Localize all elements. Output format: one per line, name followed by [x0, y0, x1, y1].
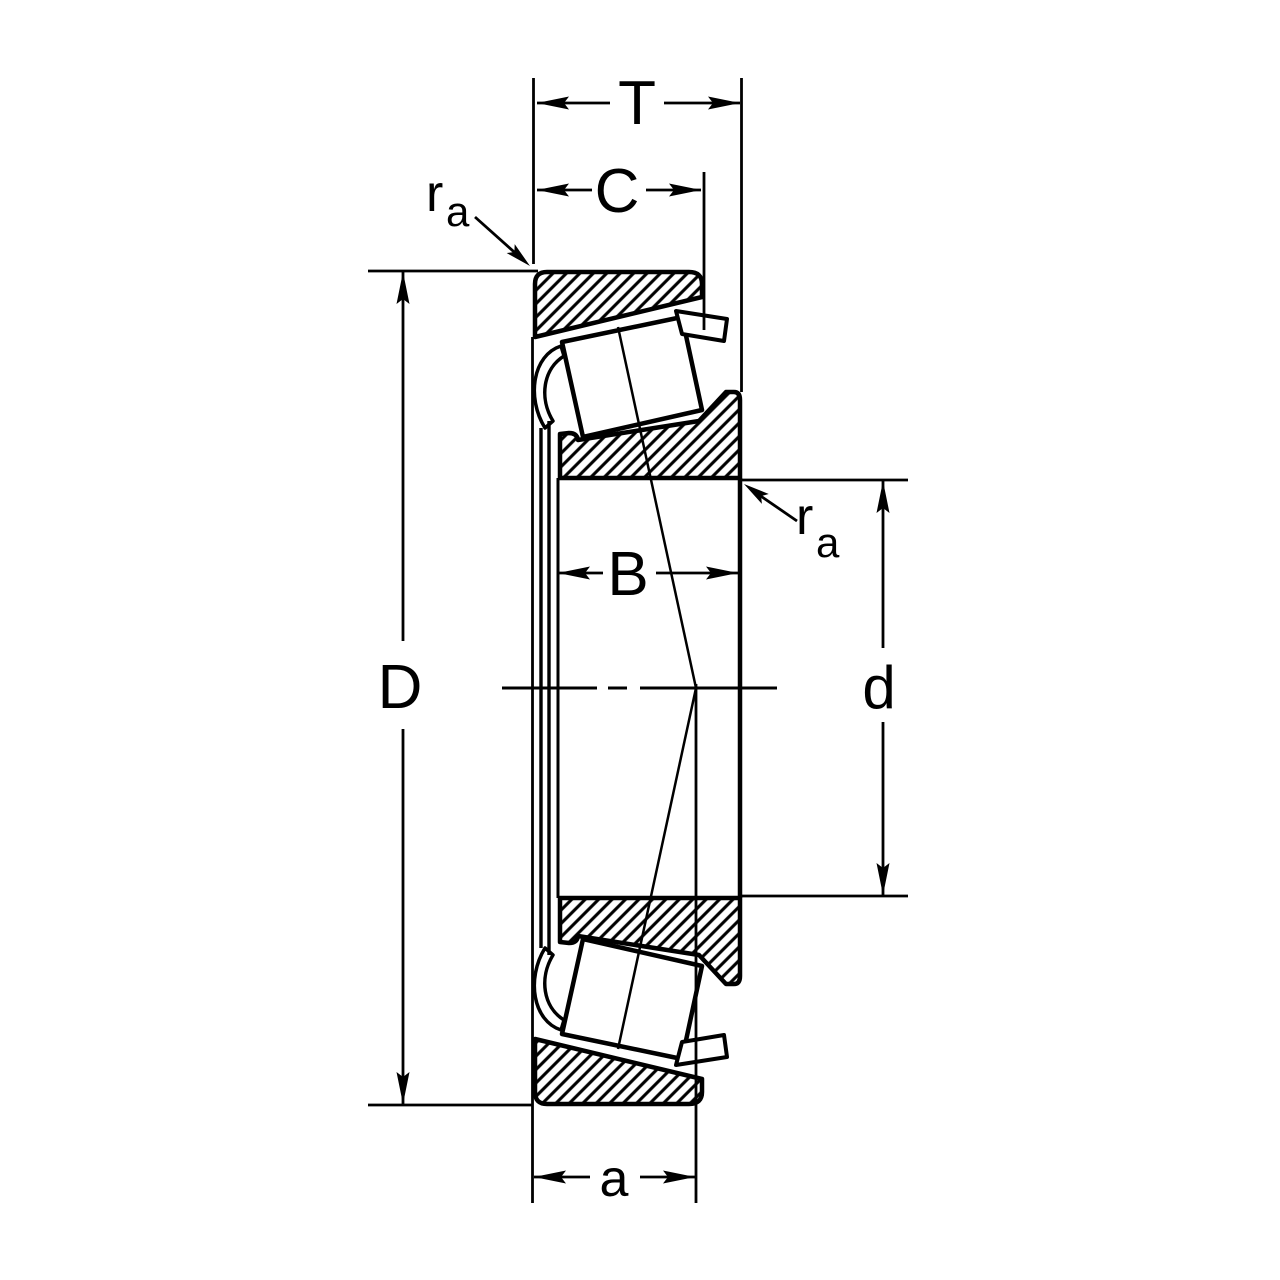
arrow-ra-right-leader: [744, 484, 769, 504]
label-chamfer-ra-right-base: r: [796, 488, 813, 546]
label-outer-diameter-D: D: [378, 653, 423, 722]
cage-large-end-upper: [674, 309, 729, 343]
label-bore-diameter-d: d: [862, 654, 895, 721]
cage-small-end-upper: [532, 344, 566, 430]
label-load-center-a: a: [600, 1150, 629, 1208]
label-chamfer-ra-top-base: r: [426, 165, 443, 223]
pressure-line-lower: [616, 687, 698, 1050]
label-cone-width-B: B: [607, 540, 648, 609]
extension-lines: [368, 78, 908, 1203]
arrow-d-top: [876, 481, 890, 513]
arrow-d-bottom: [876, 863, 890, 895]
arrow-C-right: [669, 183, 701, 197]
label-cup-width-C: C: [595, 157, 640, 226]
cage-large-end-lower: [674, 1033, 729, 1067]
pressure-line-upper: [616, 326, 698, 689]
arrow-D-bottom: [396, 1072, 410, 1104]
arrow-C-left: [537, 183, 569, 197]
arrow-T-left: [537, 96, 569, 110]
arrow-a-left: [534, 1170, 566, 1184]
cage-small-end-lower: [532, 946, 566, 1032]
cone-upper-section: [557, 389, 743, 481]
arrow-B-left: [558, 566, 590, 580]
arrow-ra-top-leader: [506, 244, 530, 266]
roller-upper: [559, 314, 705, 440]
roller-lower: [559, 936, 705, 1062]
arrow-T-right: [708, 96, 740, 110]
label-chamfer-ra-top-subscript: a: [446, 188, 470, 235]
cup-upper-section: [532, 269, 705, 340]
arrow-a-right: [663, 1170, 695, 1184]
construction-lines: [502, 326, 777, 1050]
bearing-cross-section: [532, 269, 743, 1107]
label-total-width-T: T: [618, 69, 656, 138]
arrowheads: [396, 96, 890, 1184]
label-chamfer-ra-right-subscript: a: [816, 519, 840, 566]
cup-lower-section: [532, 1036, 705, 1107]
dimension-label-group: T C B D d a r a r a: [378, 69, 896, 1208]
arrow-D-top: [396, 272, 410, 304]
arrow-B-right: [706, 566, 738, 580]
